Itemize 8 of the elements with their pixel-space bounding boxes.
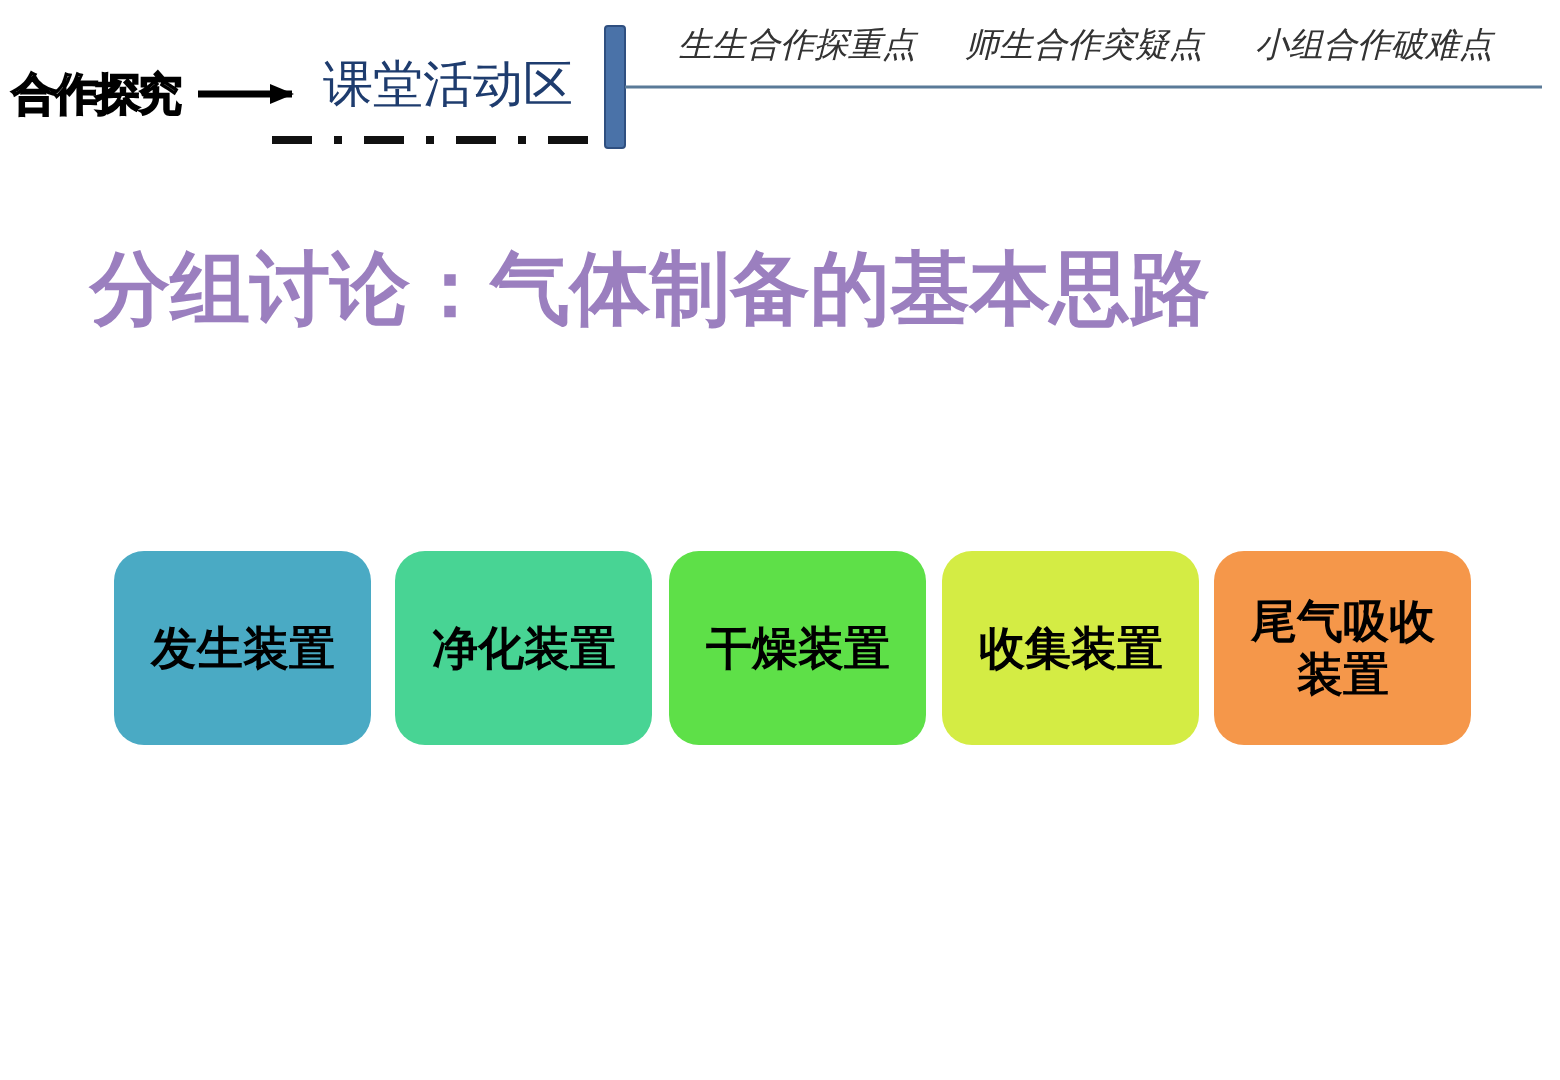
process-box: 收集装置 — [942, 551, 1199, 745]
process-box: 发生装置 — [114, 551, 371, 745]
section-label: 课堂活动区 — [298, 44, 598, 124]
title: 分组讨论：气体制备的基本思路 — [90, 241, 1210, 337]
process-box: 干燥装置 — [669, 551, 926, 745]
process-box: 净化装置 — [395, 551, 652, 745]
process-box: 尾气吸收装置 — [1214, 551, 1471, 745]
header-text: 合作探究 — [2, 50, 190, 138]
